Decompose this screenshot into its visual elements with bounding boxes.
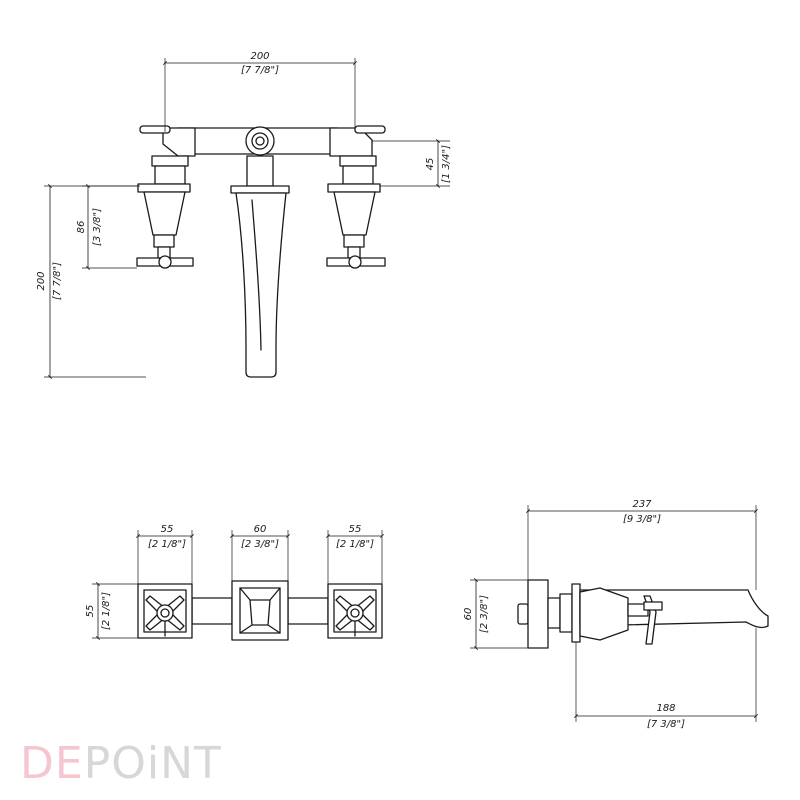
brand-logo: DEPOiNT (20, 738, 222, 789)
front-width-dim: 200 (250, 51, 269, 62)
front-valve-height-dim-inches: [3 3/8"] (92, 208, 103, 246)
front-valve-height-dim: 86 (76, 221, 87, 234)
top-depth-dim: 55 (85, 605, 96, 618)
top-left-width-dim-inches: [2 1/8"] (148, 539, 186, 550)
side-height-dim-inches: [2 3/8"] (479, 595, 490, 633)
front-handle-height-dim: 45 (425, 158, 436, 171)
side-length-dim: 237 (632, 499, 652, 510)
top-right-width-dim-inches: [2 1/8"] (336, 539, 374, 550)
side-height-dim: 60 (463, 608, 474, 621)
side-length-dim-inches: [9 3/8"] (623, 514, 661, 525)
logo-part-po: PO (84, 738, 147, 789)
side-reach-dim: 188 (656, 703, 675, 714)
side-elevation-view: 237 [9 3/8"] 60 [2 3/8"] 188 [7 3/8"] (463, 499, 769, 730)
front-handle-height-dim-inches: [1 3/4"] (441, 145, 452, 183)
logo-part-int: iNT (147, 738, 222, 789)
side-reach-dim-inches: [7 3/8"] (647, 719, 685, 730)
front-width-dim-inches: [7 7/8"] (241, 65, 279, 76)
front-total-height-dim: 200 (36, 271, 47, 290)
top-depth-dim-inches: [2 1/8"] (101, 592, 112, 630)
top-left-width-dim: 55 (161, 524, 174, 535)
top-right-width-dim: 55 (349, 524, 362, 535)
front-total-height-dim-inches: [7 7/8"] (52, 262, 63, 300)
front-elevation-view: 200 [7 7/8"] 45 [1 3/4"] 86 [3 3/8"] 200… (36, 51, 452, 379)
top-plan-view: 55 [2 1/8"] 60 [2 3/8"] 55 [2 1/8"] 55 [… (85, 524, 384, 641)
top-center-width-dim: 60 (254, 524, 267, 535)
top-center-width-dim-inches: [2 3/8"] (241, 539, 279, 550)
logo-part-de: DE (20, 738, 84, 789)
